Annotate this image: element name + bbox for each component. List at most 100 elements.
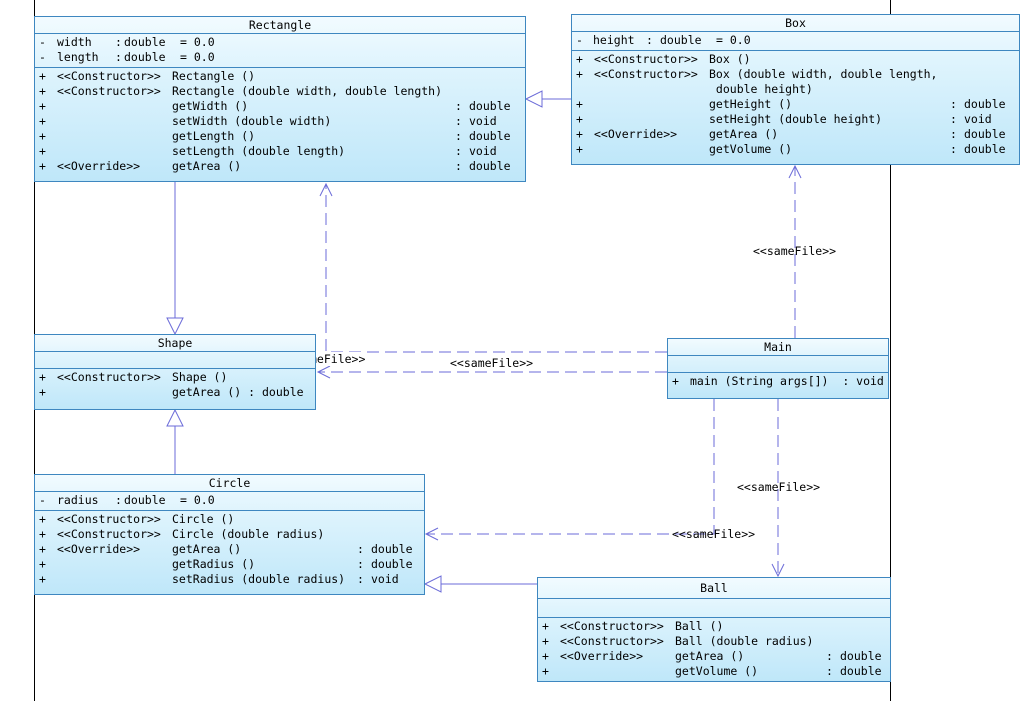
operation-row: +getVolume ():double: [572, 142, 1019, 157]
class-main[interactable]: Main +main (String args[]) : void: [667, 338, 889, 399]
operations-section: + <<Constructor>> Rectangle () +<<Construc…: [35, 68, 525, 176]
attribute-row: - length : double = 0.0: [35, 50, 525, 65]
member-text: setRadius (double radius): [172, 572, 346, 586]
member-text: <<Constructor>>: [57, 527, 161, 541]
member-text: :: [455, 159, 462, 173]
member-text: <<Constructor>>: [57, 69, 161, 83]
member-text: double: [469, 159, 511, 173]
operation-row: +setHeight (double height):void: [572, 112, 1019, 127]
attributes-section: - height : double = 0.0: [572, 32, 1019, 51]
attributes-section: [538, 599, 890, 618]
member-text: +: [39, 572, 46, 586]
member-text: = 0.0: [180, 50, 215, 64]
member-text: :: [646, 33, 653, 47]
member-text: -: [39, 493, 46, 507]
class-circle[interactable]: Circle - radius : double = 0.0 +<<Constr…: [34, 474, 425, 595]
member-text: getWidth (): [172, 99, 249, 113]
member-text: double: [840, 649, 882, 663]
member-text: <<Constructor>>: [560, 619, 664, 633]
operations-section: +<<Constructor>>Box () +<<Constructor>>B…: [572, 51, 1019, 159]
attributes-section: [668, 356, 888, 373]
operation-row: +<<Constructor>>Ball (double radius): [538, 634, 890, 649]
class-name: Circle: [35, 475, 424, 492]
operation-row: +getHeight ():double: [572, 97, 1019, 112]
operations-section: +main (String args[]) : void: [668, 373, 888, 391]
attribute-row: - height : double = 0.0: [572, 33, 1019, 48]
member-text: void: [469, 144, 497, 158]
member-text: double: [964, 97, 1006, 111]
operation-row: +<<Constructor>>Box (): [572, 52, 1019, 67]
member-text: radius: [57, 493, 99, 507]
operation-row: +<<Constructor>>Circle (): [35, 512, 424, 527]
member-text: :: [826, 664, 833, 678]
member-text: :: [455, 129, 462, 143]
generalization-arrowhead-shape: [166, 317, 184, 336]
member-text: -: [576, 33, 583, 47]
member-text: getArea (): [709, 127, 779, 141]
member-text: :: [455, 114, 462, 128]
dependency-arrowhead-shape: [316, 365, 331, 379]
member-text: :: [950, 97, 957, 111]
member-text: height: [593, 33, 635, 47]
operation-row: +<<Override>>getArea ():double: [35, 542, 424, 557]
member-text: double: [840, 664, 882, 678]
dependency-arrowhead-rectangle: [319, 182, 333, 197]
member-text: setHeight (double height): [709, 112, 883, 126]
member-text: double: [124, 50, 166, 64]
member-text: getLength (): [172, 129, 256, 143]
class-box[interactable]: Box - height : double = 0.0 +<<Construct…: [571, 14, 1020, 165]
member-text: +: [576, 67, 583, 81]
member-text: <<Constructor>>: [57, 84, 161, 98]
member-text: <<Override>>: [57, 159, 141, 173]
dependency-arrowhead-box: [788, 164, 802, 179]
class-name: Box: [572, 15, 1019, 32]
operation-row: +getWidth ():double: [35, 99, 525, 114]
member-text: +: [576, 52, 583, 66]
member-text: :: [950, 142, 957, 156]
member-text: setWidth (double width): [172, 114, 332, 128]
member-text: void: [371, 572, 399, 586]
member-text: double: [660, 33, 702, 47]
member-text: +: [542, 634, 549, 648]
operation-row: +<<Constructor>>Box (double width, doubl…: [572, 67, 1019, 82]
member-text: main (String args[]) : void: [690, 374, 884, 388]
attribute-row: - width : double = 0.0: [35, 35, 525, 50]
operation-row: +<<Constructor>>Rectangle (double width,…: [35, 84, 525, 99]
class-name: Rectangle: [35, 17, 525, 34]
member-text: <<Override>>: [57, 542, 141, 556]
operation-row: +setLength (double length):void: [35, 144, 525, 159]
class-name: Main: [668, 339, 888, 356]
class-name: Ball: [538, 578, 890, 599]
member-text: Circle (): [172, 512, 235, 526]
attributes-section: - width : double = 0.0 - length : double…: [35, 34, 525, 68]
class-rectangle[interactable]: Rectangle - width : double = 0.0 - lengt…: [34, 16, 526, 182]
member-text: +: [39, 385, 46, 399]
member-text: :: [826, 649, 833, 663]
member-text: double: [371, 557, 413, 571]
member-text: <<Constructor>>: [594, 52, 698, 66]
dependency-main-rectangle: [325, 184, 667, 353]
operation-row: +<<Override>>getArea ():double: [35, 159, 525, 174]
operation-row: +<<Constructor>>Circle (double radius): [35, 527, 424, 542]
label-main-rectangle: meFile>>: [310, 352, 366, 366]
member-text: <<Constructor>>: [57, 512, 161, 526]
member-text: :: [357, 542, 364, 556]
class-shape[interactable]: Shape +<<Constructor>>Shape () +getArea …: [34, 334, 316, 410]
member-text: +: [39, 129, 46, 143]
member-text: Rectangle (): [172, 69, 256, 83]
member-text: <<Override>>: [560, 649, 644, 663]
operation-row: +setWidth (double width):void: [35, 114, 525, 129]
member-text: Ball (): [675, 619, 724, 633]
member-text: double: [124, 493, 166, 507]
attributes-section: [35, 352, 315, 369]
operations-section: + <<Constructor>> Circle () +<<Constructor…: [35, 511, 424, 589]
member-text: :: [115, 493, 122, 507]
member-text: double: [124, 35, 166, 49]
member-text: getVolume (): [709, 142, 793, 156]
member-text: = 0.0: [180, 35, 215, 49]
dependency-arrowhead-ball: [771, 563, 785, 578]
operation-row: +<<Constructor>>Shape (): [35, 370, 315, 385]
member-text: getArea (): [675, 649, 745, 663]
class-ball[interactable]: Ball + <<Constructor>> Ball () +<<Construc…: [537, 577, 891, 682]
member-text: getArea (): [172, 159, 242, 173]
